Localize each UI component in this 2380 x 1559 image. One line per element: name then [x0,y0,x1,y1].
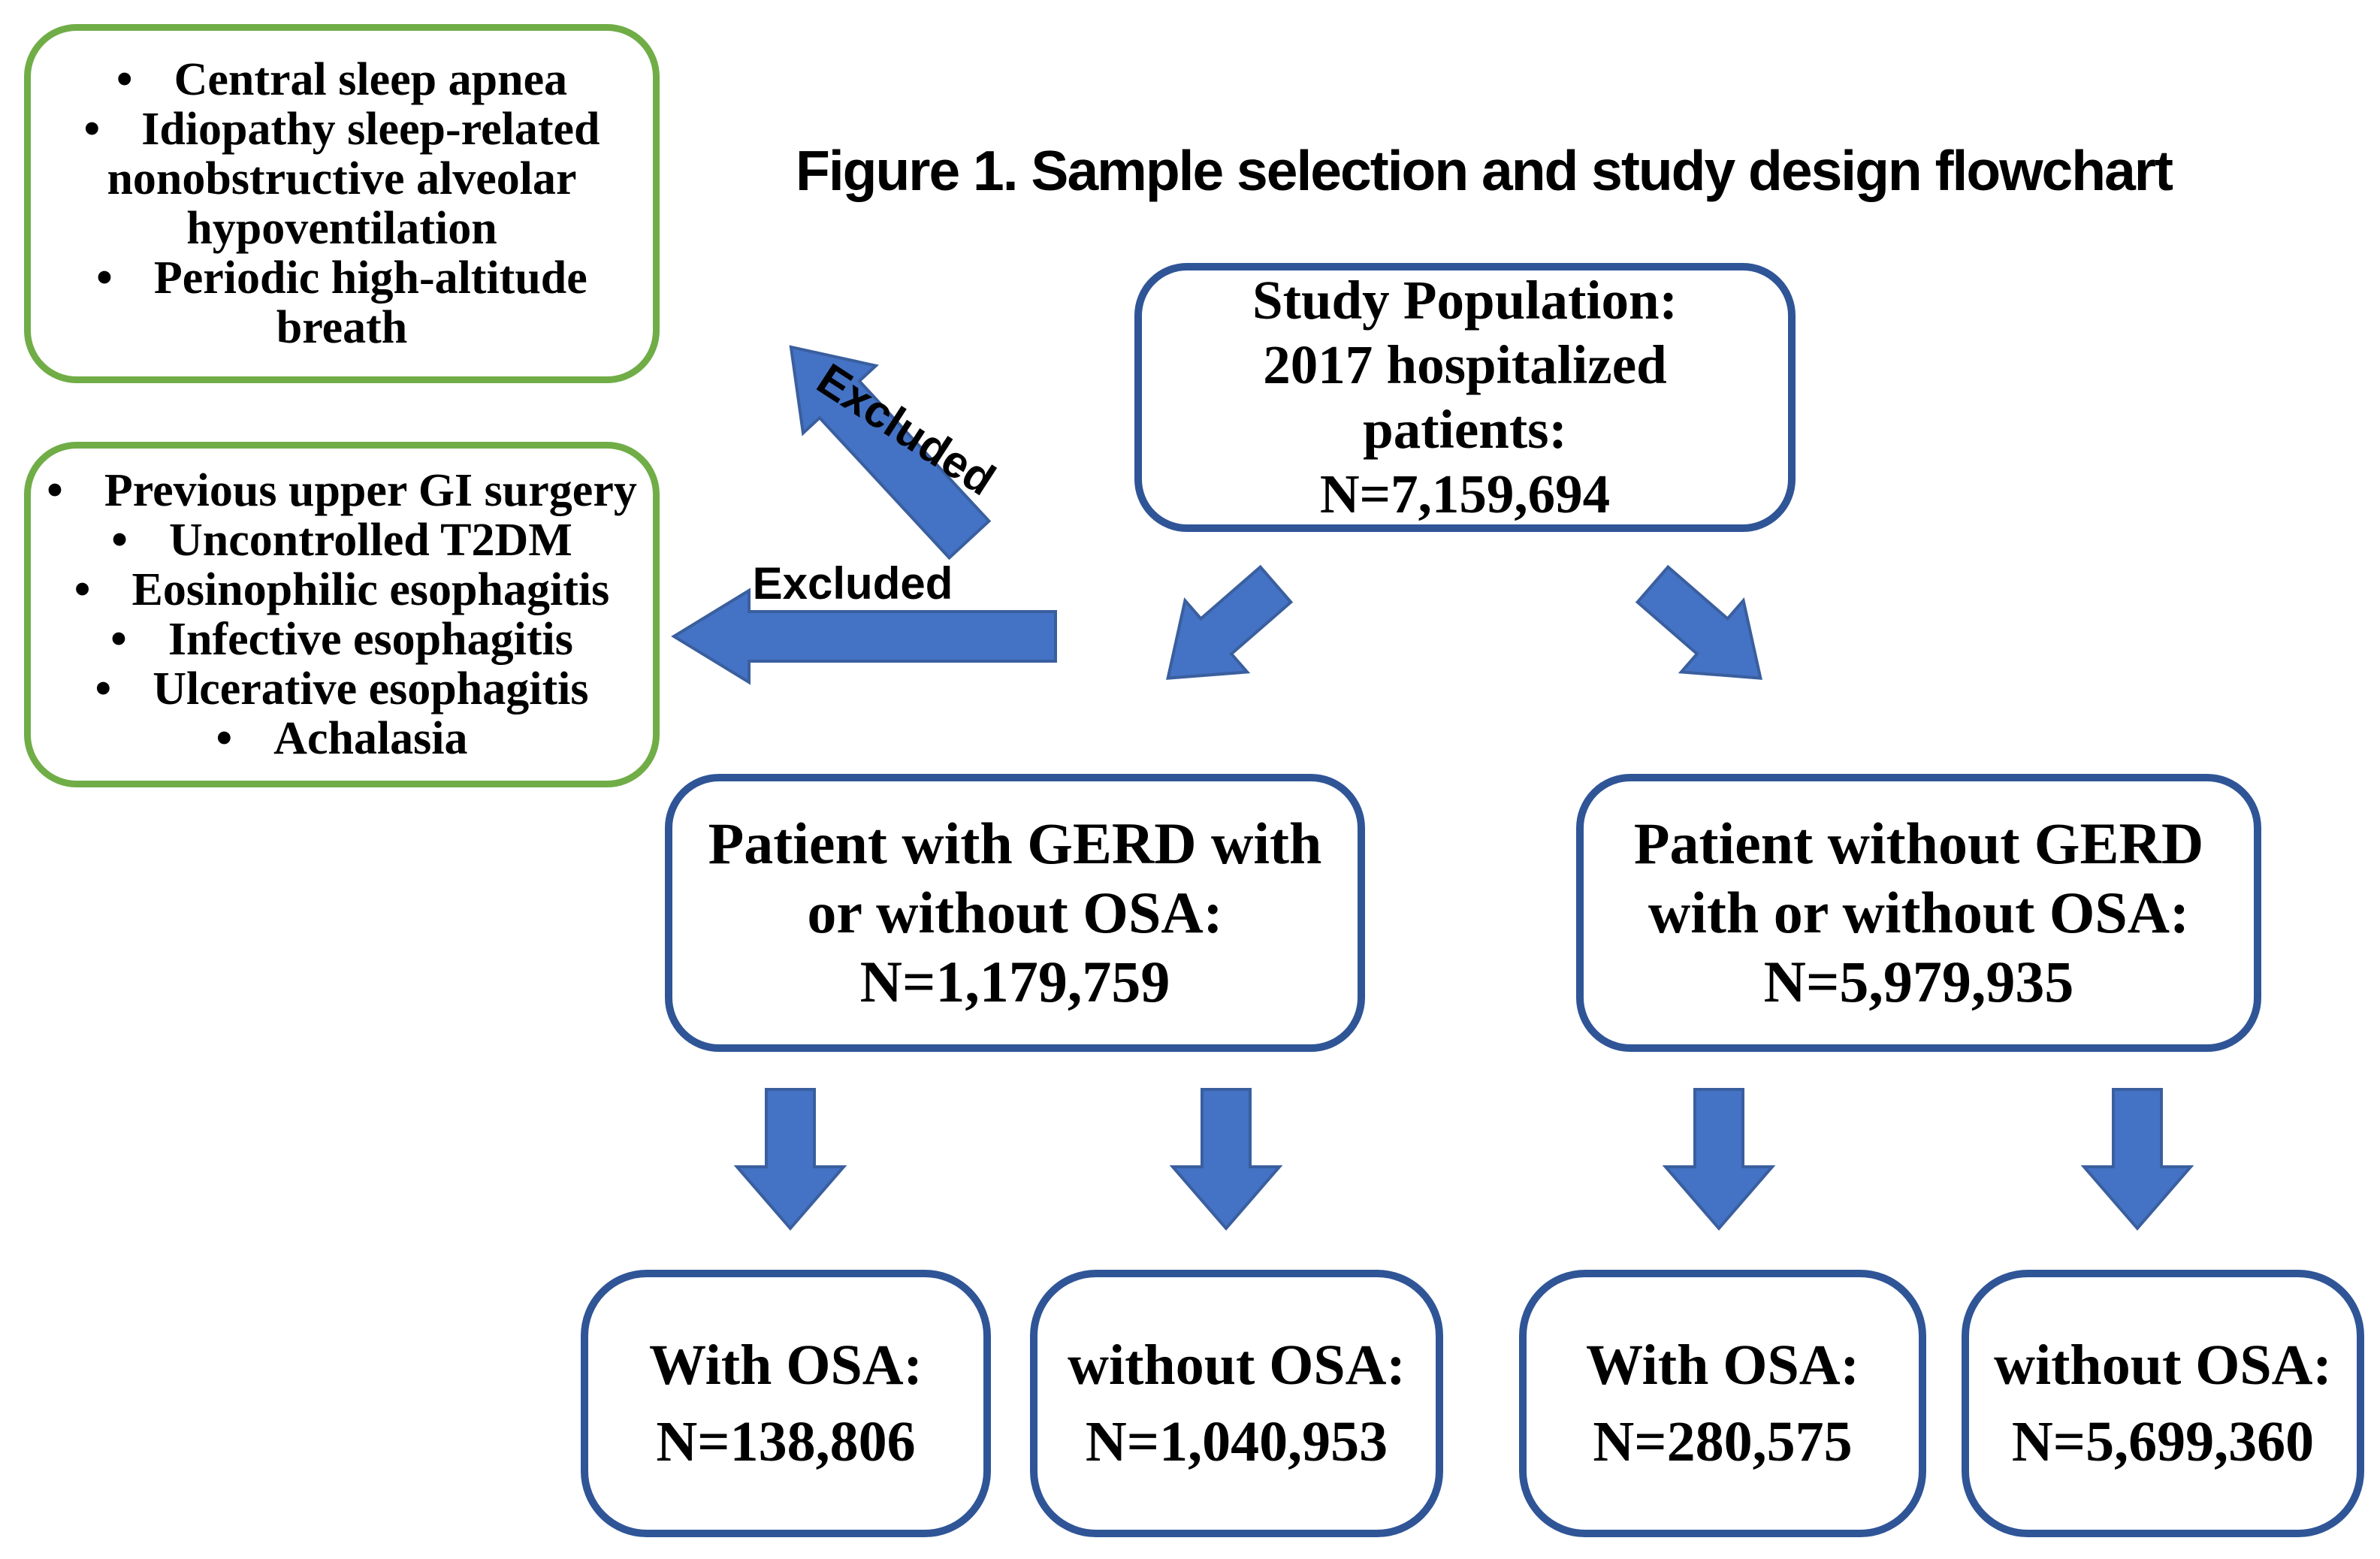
bullet-icon: • [95,663,112,715]
bullet-icon: • [47,465,63,516]
exclusion-item: • Previous upper GI surgery [31,466,653,515]
exclusion-item-text: Uncontrolled T2DM [168,515,572,566]
exclusion-item: • Idiopathy sleep-related [31,104,653,154]
down-arrow-gerd-with-osa-icon [733,1088,847,1231]
exclusion-item-text: Periodic high-altitude [153,252,587,304]
excluded-label-horizontal: Excluded [752,558,953,609]
gerd-box: Patient with GERD with or without OSA: N… [665,774,1365,1052]
box-line: N=1,179,759 [859,949,1170,1014]
exclusion-item: • Achalasia [31,714,653,763]
box-line: Patient with GERD with [708,811,1322,876]
bullet-icon: • [83,104,101,155]
no-gerd-without-osa-box: without OSA: N=5,699,360 [1962,1270,2364,1537]
exclusion-item-text: breath [276,302,408,353]
exclusion-item-text: Idiopathy sleep-related [141,104,600,155]
excluded-arrow-left-icon [671,588,1057,685]
exclusion-item-continuation: nonobstructive alveolar [31,154,653,204]
down-arrow-nogerd-without-osa-icon [2080,1088,2194,1231]
exclusion-item-text: Eosinophilic esophagitis [131,564,610,615]
box-line: with or without OSA: [1648,880,2190,945]
box-line: without OSA: [1994,1334,2332,1397]
exclusion-item-text: hypoventilation [186,203,497,254]
exclusion-item-text: Infective esophagitis [168,614,573,665]
exclusion-box-bottom: •Previous upper GI surgery •Uncontrolled… [24,442,660,787]
box-line: N=7,159,694 [1319,464,1611,524]
bullet-icon: • [116,54,133,105]
bullet-icon: • [216,713,233,764]
branch-arrow-down-right-icon [1635,564,1762,680]
exclusion-item-text: nonobstructive alveolar [107,153,577,204]
bullet-icon: • [111,515,128,566]
exclusion-item: • Ulcerative esophagitis [31,664,653,714]
exclusion-item-text: Ulcerative esophagitis [153,663,589,715]
exclusion-item-continuation: breath [31,303,653,352]
exclusion-item: • Uncontrolled T2DM [31,515,653,565]
down-arrow-gerd-without-osa-icon [1169,1088,1283,1231]
box-line: Patient without GERD [1633,811,2204,876]
study-population-box: Study Population: 2017 hospitalized pati… [1134,263,1796,532]
down-arrow-nogerd-with-osa-icon [1662,1088,1776,1231]
no-gerd-box: Patient without GERD with or without OSA… [1576,774,2261,1052]
bullet-icon: • [74,564,91,615]
box-line: Study Population: [1252,270,1678,331]
exclusion-item-text: Previous upper GI surgery [104,465,637,516]
box-line: or without OSA: [807,880,1223,945]
exclusion-item: • Central sleep apnea [31,55,653,104]
exclusion-item: • Eosinophilic esophagitis [31,565,653,615]
box-line: 2017 hospitalized [1263,334,1667,395]
exclusion-box-top: •Central sleep apnea •Idiopathy sleep-re… [24,24,660,383]
box-line: N=5,979,935 [1763,949,2074,1014]
gerd-without-osa-box: without OSA: N=1,040,953 [1030,1270,1443,1537]
branch-arrow-down-left-icon [1166,564,1294,680]
no-gerd-with-osa-box: With OSA: N=280,575 [1519,1270,1926,1537]
box-line: N=280,575 [1593,1410,1853,1473]
exclusion-item-continuation: hypoventilation [31,204,653,253]
bullet-icon: • [96,252,113,304]
exclusion-item-text: Central sleep apnea [174,54,568,105]
box-line: patients: [1363,399,1567,460]
box-line: N=5,699,360 [2011,1410,2315,1473]
figure-title: Figure 1. Sample selection and study des… [796,139,2173,202]
exclusion-item-text: Achalasia [273,713,468,764]
box-line: With OSA: [649,1334,923,1397]
bullet-icon: • [110,614,127,665]
exclusion-item: • Periodic high-altitude [31,253,653,303]
box-line: N=1,040,953 [1085,1410,1388,1473]
box-line: N=138,806 [656,1410,916,1473]
gerd-with-osa-box: With OSA: N=138,806 [581,1270,991,1537]
box-line: without OSA: [1068,1334,1406,1397]
box-line: With OSA: [1586,1334,1859,1397]
exclusion-item: • Infective esophagitis [31,615,653,664]
excluded-arrow-up-left-icon [789,345,992,560]
